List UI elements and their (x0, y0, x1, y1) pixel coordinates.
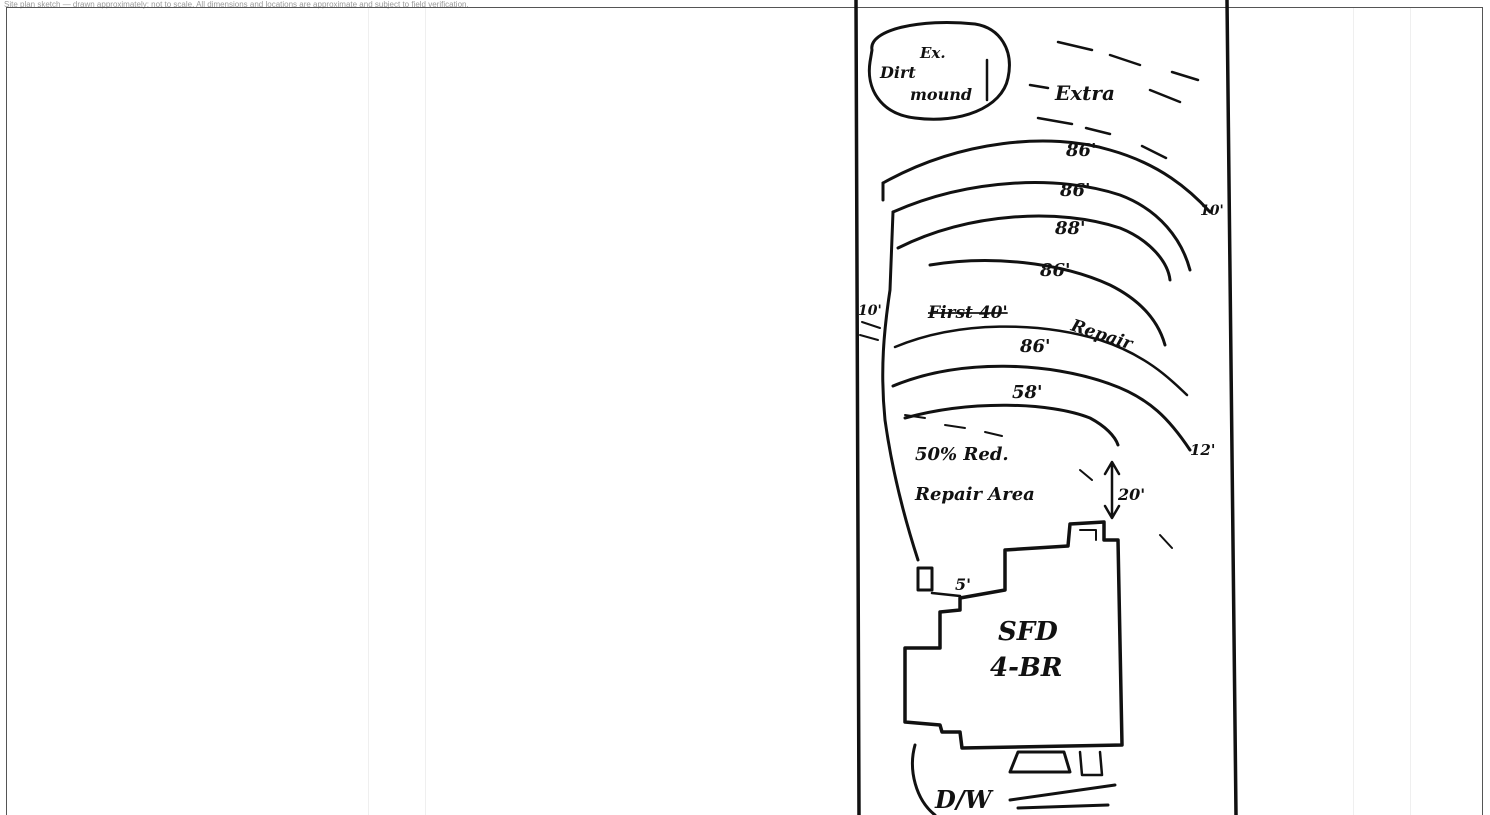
house-bump (916, 566, 934, 592)
house-gap-label: 20' (1117, 485, 1145, 504)
faint-rule (425, 8, 426, 815)
right-offset-bottom-label: 12' (1190, 441, 1215, 459)
left-offset-label: 10' (858, 303, 882, 319)
first-40-label: First 40' (927, 303, 1008, 323)
lot-line-right (1225, 0, 1238, 815)
trench-line-2 (891, 181, 1192, 272)
house-label-2: 4-BR (990, 653, 1062, 683)
extra-label: Extra (1054, 81, 1115, 105)
setback-line (930, 591, 962, 598)
trench-line-4 (928, 259, 1167, 347)
right-offset-top-label: 10' (1200, 203, 1224, 219)
trench-line-5 (891, 364, 1192, 452)
page-header-note: Site plan sketch — drawn approximately; … (4, 0, 469, 9)
fifty-percent-label-2: Repair Area (914, 484, 1035, 505)
faint-rule (1410, 8, 1411, 815)
fifty-percent-label-1: 50% Red. (915, 444, 1009, 465)
trench-line-3 (896, 214, 1172, 282)
front-step (1008, 750, 1072, 774)
dirt-mound-label-3: mound (910, 85, 972, 104)
repair-area-dashes (904, 414, 1003, 437)
dirt-mound-label-1: Ex. (919, 44, 946, 62)
left-offset-ticks (859, 321, 881, 341)
setback-label: 5' (955, 575, 971, 594)
house-corner-detail (1079, 529, 1097, 541)
repair-label: Repair (1068, 315, 1136, 354)
line-length-3: 88' (1054, 218, 1086, 239)
line-length-4: 86' (1039, 260, 1071, 281)
driveway-left-edge (911, 743, 937, 815)
dirt-mound-label-2: Dirt (879, 63, 916, 82)
repair-boundary (893, 325, 1189, 397)
line-length-6: 58' (1012, 382, 1043, 403)
faint-rule (1353, 8, 1354, 815)
walkway-stub (1078, 750, 1104, 777)
house-footprint (903, 520, 1124, 750)
dw-label: D/W (934, 785, 994, 814)
extra-area-dashes (1028, 40, 1200, 160)
faint-rule (368, 8, 369, 815)
house-label-1: SFD (998, 617, 1058, 647)
field-left-edge (881, 181, 920, 562)
dirt-mound-outline (867, 20, 1011, 121)
gap-dimension-arrow (1103, 460, 1121, 520)
lot-line-left (854, 0, 861, 815)
trench-line-1 (881, 139, 1212, 214)
driveway-lines (1008, 783, 1117, 810)
repair-area-dashes-right (1079, 469, 1173, 549)
line-length-1: 86' (1065, 140, 1097, 161)
page-frame (6, 7, 1483, 815)
line-length-5: 86' (1019, 336, 1051, 357)
trench-line-6 (903, 403, 1120, 447)
line-length-2: 86' (1059, 180, 1091, 201)
